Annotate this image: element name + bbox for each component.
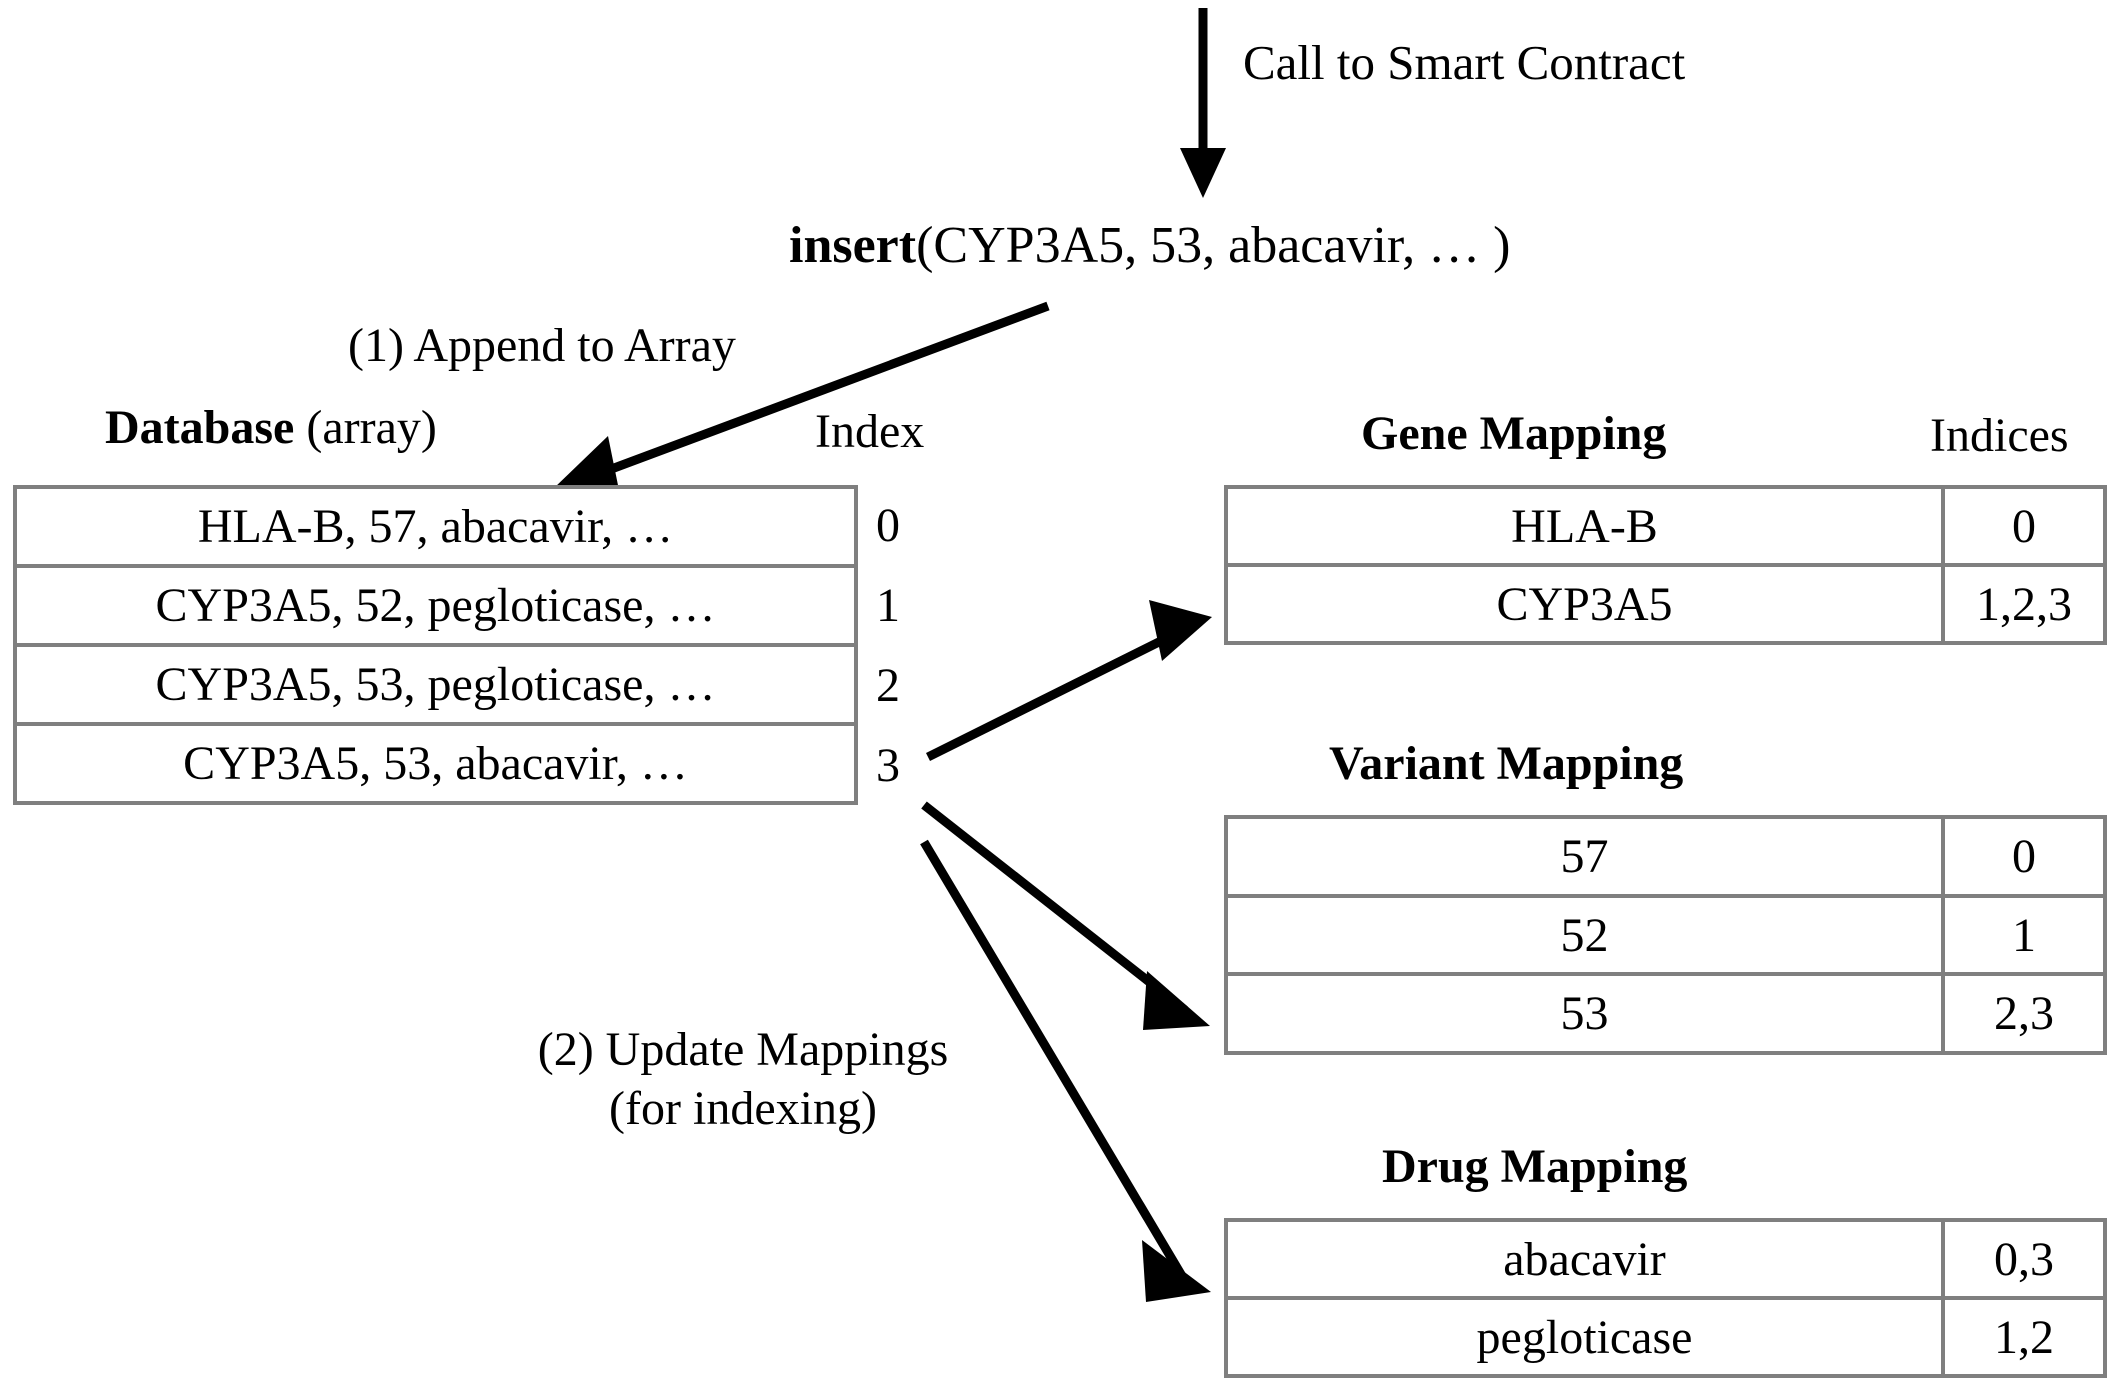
drug-mapping-key: abacavir [1503,1232,1666,1286]
database-record: HLA-B, 57, abacavir, … [197,500,674,553]
gene-update-arrow [925,600,1212,762]
variant-mapping-table: 57 0 52 1 53 2,3 [1224,815,2107,1055]
database-record: CYP3A5, 52, pegloticase, … [155,579,716,632]
variant-update-arrow [921,801,1210,1030]
drug-mapping-indices: 0,3 [1941,1222,2103,1296]
database-title-rest: (array) [294,401,437,454]
drug-mapping-key: pegloticase [1476,1310,1693,1364]
database-record: CYP3A5, 53, abacavir, … [183,737,688,790]
gene-mapping-indices: 0 [1941,489,2103,563]
database-index-value: 1 [876,578,900,632]
table-row: CYP3A5 1,2,3 [1228,563,2103,641]
table-row: CYP3A5, 53, pegloticase, … [17,643,854,722]
variant-mapping-title: Variant Mapping [1329,737,1684,790]
call-arrow [1180,8,1226,198]
gene-mapping-key: HLA-B [1511,499,1658,553]
step-2-update-label: (2) Update Mappings(for indexing) [537,1023,949,1135]
variant-mapping-indices: 0 [1941,819,2103,894]
database-title: Database (array) [105,404,437,452]
insert-function-name: insert [789,217,917,274]
table-row: 53 2,3 [1228,972,2103,1052]
table-row: CYP3A5, 52, pegloticase, … [17,564,854,643]
step-1-append-label: (1) Append to Array [348,319,736,372]
database-index-value: 2 [876,658,900,712]
insert-arguments: (CYP3A5, 53, abacavir, … ) [916,217,1511,274]
database-index-value: 0 [876,498,900,552]
variant-mapping-key: 57 [1560,829,1609,883]
table-row: HLA-B 0 [1228,489,2103,563]
table-row: HLA-B, 57, abacavir, … [17,489,854,564]
gene-mapping-indices: 1,2,3 [1941,567,2103,641]
table-row: 52 1 [1228,893,2103,973]
database-array-table: HLA-B, 57, abacavir, … CYP3A5, 52, peglo… [13,485,858,805]
database-index-column: 0 1 2 3 [876,485,956,805]
insert-call-expression: insert(CYP3A5, 53, abacavir, … ) [789,220,1510,272]
call-to-smart-contract-label: Call to Smart Contract [1243,35,1686,90]
gene-mapping-table: HLA-B 0 CYP3A5 1,2,3 [1224,485,2107,645]
database-index-value: 3 [876,738,900,792]
index-column-header: Index [815,405,925,458]
indices-column-header: Indices [1930,409,2069,462]
database-record: CYP3A5, 53, pegloticase, … [155,658,716,711]
table-row: pegloticase 1,2 [1228,1296,2103,1374]
gene-mapping-key: CYP3A5 [1496,577,1673,631]
drug-mapping-table: abacavir 0,3 pegloticase 1,2 [1224,1218,2107,1378]
variant-mapping-indices: 2,3 [1941,976,2103,1052]
drug-mapping-title: Drug Mapping [1382,1140,1688,1193]
variant-mapping-indices: 1 [1941,897,2103,973]
variant-mapping-key: 53 [1560,987,1609,1041]
variant-mapping-key: 52 [1560,908,1609,962]
drug-mapping-indices: 1,2 [1941,1300,2103,1374]
database-title-bold: Database [105,401,295,454]
table-row: 57 0 [1228,819,2103,894]
table-row: CYP3A5, 53, abacavir, … [17,722,854,801]
gene-mapping-title: Gene Mapping [1361,407,1667,460]
table-row: abacavir 0,3 [1228,1222,2103,1296]
